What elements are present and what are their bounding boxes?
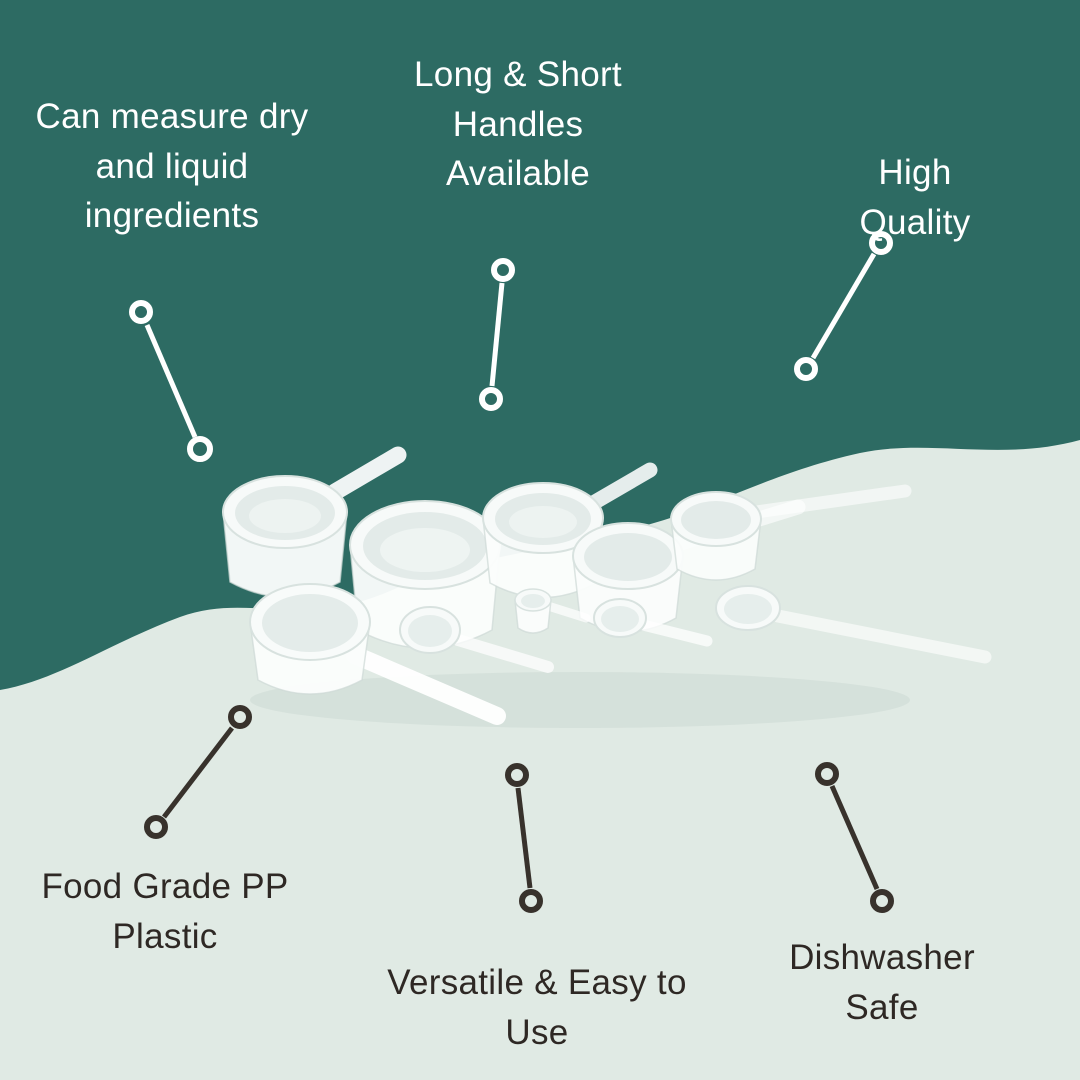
scoop-front-long-handle	[249, 583, 506, 725]
callout-versatile: Versatile & Easy to Use	[387, 963, 687, 1052]
spoon-long-handle	[715, 585, 992, 664]
callout-handles: Long & Short Handles Available	[414, 55, 622, 194]
scoop-medium-1	[572, 499, 806, 633]
spoon-small-1	[399, 606, 554, 673]
connector-handles	[479, 258, 515, 411]
callout-food-grade: Food Grade PP Plastic	[41, 867, 289, 956]
callout-high-quality: High Quality	[859, 153, 971, 242]
scoop-medium-2	[670, 484, 912, 581]
connector-versatile	[505, 763, 543, 913]
scoop-large-3	[482, 462, 658, 599]
connector-food-grade	[144, 705, 252, 839]
scoop-large-1	[222, 446, 407, 598]
connector-dishwasher	[815, 762, 894, 913]
callout-dishwasher: Dishwasher Safe	[789, 938, 975, 1027]
callout-can-measure: Can measure dry and liquid ingredients	[35, 97, 309, 236]
scoop-tiny	[514, 588, 591, 634]
scoop-large-2	[349, 484, 568, 649]
spoon-small-2	[593, 598, 713, 647]
connector-can-measure	[129, 300, 213, 462]
connector-high-quality	[794, 231, 893, 381]
product-shadow	[250, 672, 910, 728]
